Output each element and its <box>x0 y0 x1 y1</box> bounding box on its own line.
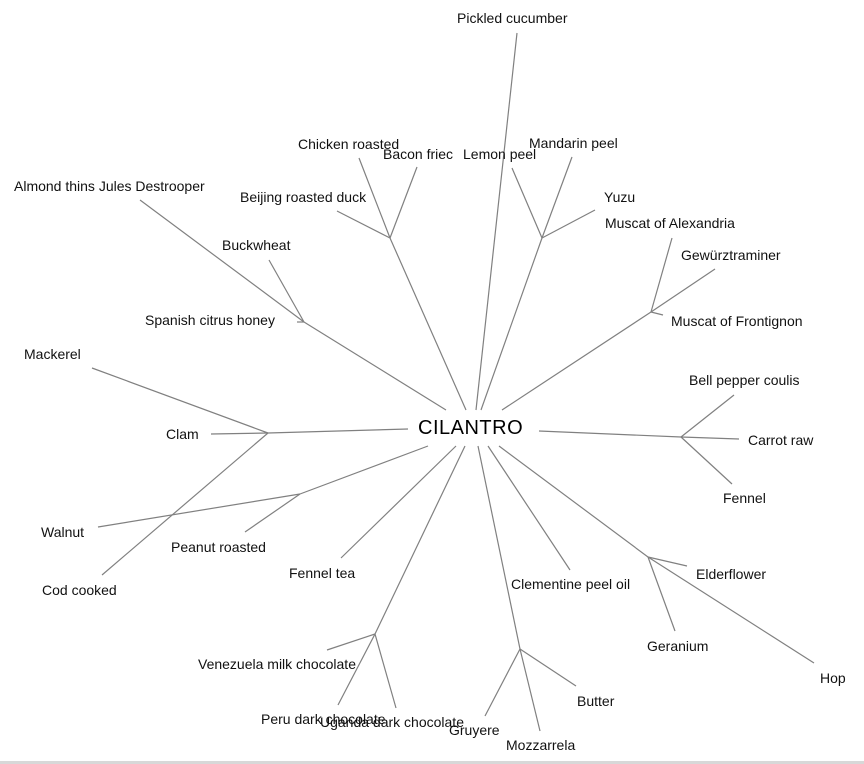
edge-vegetable-hub-bell-pepper <box>680 394 735 438</box>
node-yuzu[interactable]: Yuzu <box>604 189 636 205</box>
edge-honey-hub-buckwheat <box>268 259 305 323</box>
edge-citrus-hub-mandarin-peel <box>541 156 573 239</box>
node-gruyere[interactable]: Gruyere <box>449 722 500 738</box>
edge-dairy-hub-gruyere <box>484 648 521 717</box>
center-node-cilantro[interactable]: CILANTRO <box>418 417 524 439</box>
edge-cilantro-poultry-hub <box>389 237 467 411</box>
bottom-border <box>0 761 864 764</box>
node-carrot-raw[interactable]: Carrot raw <box>748 432 814 448</box>
node-fennel-tea[interactable]: Fennel tea <box>289 565 356 581</box>
edge-nut-hub-walnut <box>97 493 301 528</box>
edge-cilantro-fennel-tea <box>340 445 457 559</box>
node-butter[interactable]: Butter <box>577 693 615 709</box>
edge-chocolate-hub-venezuela <box>326 633 376 651</box>
node-mackerel[interactable]: Mackerel <box>24 346 81 362</box>
node-muscat-of-frontignon[interactable]: Muscat of Frontignon <box>671 313 803 329</box>
node-muscat-of-alexandria[interactable]: Muscat of Alexandria <box>605 215 735 231</box>
edge-dairy-hub-mozzarrela <box>519 648 541 732</box>
node-cod-cooked[interactable]: Cod cooked <box>42 582 117 598</box>
edge-seafood-hub-mackerel <box>91 367 269 434</box>
edge-seafood-hub-clam <box>210 432 269 435</box>
edge-chocolate-hub-peru <box>337 633 376 706</box>
node-uganda-dark-chocolate[interactable]: Uganda dark chocolate <box>320 714 464 730</box>
edge-floral-hub-geranium <box>647 556 676 632</box>
edge-cilantro-clementine-peel-oil <box>487 445 571 571</box>
edge-cilantro-honey-hub <box>303 321 447 411</box>
edge-poultry-hub-chicken-roasted <box>358 157 391 239</box>
node-lemon-peel[interactable]: Lemon peel <box>463 146 537 162</box>
node-clam[interactable]: Clam <box>166 426 199 442</box>
edge-cilantro-vegetable-hub <box>538 430 682 438</box>
node-venezuela-milk-chocolate[interactable]: Venezuela milk chocolate <box>198 656 356 672</box>
node-fennel[interactable]: Fennel <box>723 490 766 506</box>
edge-citrus-hub-lemon-peel <box>511 167 543 239</box>
edge-cilantro-pickled-cucumber <box>475 32 518 411</box>
edge-poultry-hub-bacon-fried <box>389 166 418 239</box>
node-gewurztraminer[interactable]: Gewürztraminer <box>681 247 781 263</box>
node-peru-dark-chocolate[interactable]: Peru dark chocolate <box>261 711 386 727</box>
edge-muscat-hub-frontignon <box>650 311 664 316</box>
node-walnut[interactable]: Walnut <box>41 524 85 540</box>
node-hop[interactable]: Hop <box>820 670 846 686</box>
edge-citrus-hub-yuzu <box>541 209 596 239</box>
node-mandarin-peel[interactable]: Mandarin peel <box>529 135 618 151</box>
edge-floral-hub-elderflower <box>647 556 688 567</box>
edge-cilantro-floral-hub <box>498 445 649 558</box>
node-elderflower[interactable]: Elderflower <box>696 566 767 582</box>
node-chicken-roasted[interactable]: Chicken roasted <box>298 136 400 152</box>
node-peanut-roasted[interactable]: Peanut roasted <box>171 539 266 555</box>
edge-cilantro-citrus-hub <box>480 237 543 411</box>
edge-vegetable-hub-carrot-raw <box>680 436 740 440</box>
edge-vegetable-hub-fennel <box>680 436 733 485</box>
node-mozzarrela[interactable]: Mozzarrela <box>506 737 576 753</box>
edge-cilantro-muscat-hub <box>501 311 652 411</box>
node-pickled-cucumber[interactable]: Pickled cucumber <box>457 10 568 26</box>
edge-nut-hub-peanut-roasted <box>244 493 301 533</box>
node-geranium[interactable]: Geranium <box>647 638 709 654</box>
edge-muscat-hub-alexandria <box>650 237 673 313</box>
edge-seafood-hub-cod-cooked <box>101 432 269 576</box>
node-clementine-peel-oil[interactable]: Clementine peel oil <box>511 576 631 592</box>
edge-cilantro-seafood-hub <box>267 428 409 434</box>
edge-floral-hub-hop <box>647 556 815 664</box>
edge-dairy-hub-butter <box>519 648 577 687</box>
edge-cilantro-chocolate-hub <box>374 445 466 635</box>
node-bell-pepper-coulis[interactable]: Bell pepper coulis <box>689 372 800 388</box>
node-beijing-roasted-duck[interactable]: Beijing roasted duck <box>240 189 367 205</box>
edge-poultry-hub-beijing-duck <box>336 210 391 239</box>
node-almond-thins[interactable]: Almond thins Jules Destrooper <box>14 178 205 194</box>
node-spanish-citrus-honey[interactable]: Spanish citrus honey <box>145 312 275 328</box>
edge-muscat-hub-gewurztraminer <box>650 268 716 313</box>
edge-chocolate-hub-uganda <box>374 633 397 709</box>
edge-cilantro-dairy-hub <box>477 445 521 650</box>
node-bacon-fried[interactable]: Bacon friec <box>383 146 454 162</box>
edge-cilantro-nut-hub <box>299 445 429 495</box>
edge-honey-hub-almond-thins <box>139 199 305 323</box>
node-buckwheat[interactable]: Buckwheat <box>222 237 291 253</box>
